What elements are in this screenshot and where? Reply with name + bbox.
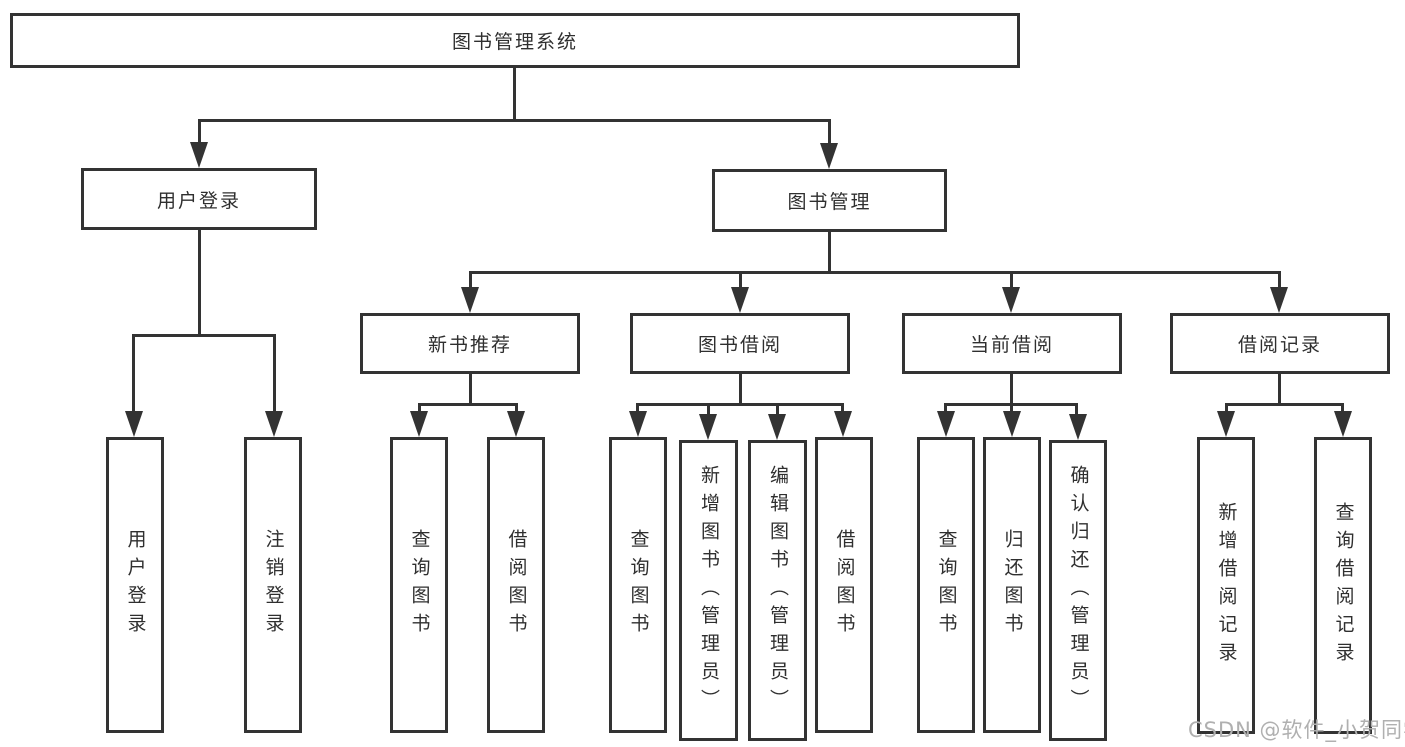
csdn-watermark: CSDN @软件_小贺同学 <box>1188 718 1405 742</box>
connector-line <box>1010 271 1013 289</box>
connector-line <box>1225 403 1344 406</box>
node-book-management: 图书管理 <box>712 169 947 232</box>
connector-line <box>469 271 472 289</box>
arrow-down-icon <box>410 411 428 437</box>
connector-line <box>418 403 421 413</box>
connector-line <box>1278 374 1281 406</box>
leaf-add-books-admin: 新增图书（管理员） <box>679 440 738 741</box>
leaf-confirm-return-admin: 确认归还（管理员） <box>1049 440 1107 741</box>
node-label: 当前借阅 <box>969 334 1054 356</box>
arrow-down-icon <box>1069 414 1087 440</box>
node-label: 图书管理 <box>787 191 872 213</box>
connector-line <box>273 334 276 414</box>
arrow-down-icon <box>699 414 717 440</box>
leaf-query-borrow-record: 查询借阅记录 <box>1314 437 1372 734</box>
connector-line <box>1341 403 1344 413</box>
arrow-down-icon <box>820 143 838 169</box>
node-current-borrowing: 当前借阅 <box>902 313 1122 374</box>
node-user-login: 用户登录 <box>81 168 317 230</box>
connector-line <box>198 119 831 122</box>
node-library-system: 图书管理系统 <box>10 13 1020 68</box>
connector-line <box>515 403 518 413</box>
node-borrowing-records: 借阅记录 <box>1170 313 1390 374</box>
arrow-down-icon <box>265 411 283 437</box>
leaf-add-borrow-record: 新增借阅记录 <box>1197 437 1255 734</box>
connector-line <box>418 403 518 406</box>
connector-line <box>469 271 1281 274</box>
connector-line <box>944 403 947 413</box>
node-label: 新书推荐 <box>427 334 512 356</box>
connector-line <box>1075 403 1078 415</box>
node-new-book-recommend: 新书推荐 <box>360 313 580 374</box>
arrow-down-icon <box>1270 287 1288 313</box>
arrow-down-icon <box>731 287 749 313</box>
node-book-borrowing: 图书借阅 <box>630 313 850 374</box>
arrow-down-icon <box>629 411 647 437</box>
connector-line <box>776 403 779 415</box>
connector-line <box>636 403 844 406</box>
leaf-borrow-books-borrowing: 借阅图书 <box>815 437 873 733</box>
arrow-down-icon <box>1002 287 1020 313</box>
arrow-down-icon <box>507 411 525 437</box>
leaf-user-login: 用户登录 <box>106 437 164 733</box>
arrow-down-icon <box>461 287 479 313</box>
leaf-borrow-books-recommend: 借阅图书 <box>487 437 545 733</box>
node-label: 用户登录 <box>156 189 241 212</box>
connector-line <box>198 230 201 337</box>
node-label: 图书借阅 <box>697 334 782 356</box>
connector-line <box>1278 271 1281 289</box>
leaf-query-books-current: 查询图书 <box>917 437 975 733</box>
node-label: 借阅记录 <box>1237 334 1322 356</box>
leaf-query-books-borrowing: 查询图书 <box>609 437 667 733</box>
connector-line <box>1010 403 1013 413</box>
connector-line <box>1225 403 1228 413</box>
connector-line <box>513 68 516 120</box>
connector-line <box>198 119 201 146</box>
connector-line <box>707 403 710 415</box>
arrow-down-icon <box>834 411 852 437</box>
leaf-query-books-recommend: 查询图书 <box>390 437 448 733</box>
connector-line <box>828 119 831 146</box>
node-label: 图书管理系统 <box>451 31 578 53</box>
arrow-down-icon <box>937 411 955 437</box>
arrow-down-icon <box>1334 411 1352 437</box>
connector-line <box>841 403 844 413</box>
connector-line <box>739 271 742 289</box>
arrow-down-icon <box>1003 411 1021 437</box>
leaf-logout: 注销登录 <box>244 437 302 733</box>
connector-line <box>469 374 472 406</box>
arrow-down-icon <box>768 414 786 440</box>
arrow-down-icon <box>1217 411 1235 437</box>
connector-line <box>132 334 135 414</box>
connector-line <box>1010 374 1013 406</box>
connector-line <box>132 334 276 337</box>
connector-line <box>828 232 831 273</box>
connector-line <box>739 374 742 406</box>
leaf-return-books: 归还图书 <box>983 437 1041 733</box>
leaf-edit-books-admin: 编辑图书（管理员） <box>748 440 807 741</box>
arrow-down-icon <box>125 411 143 437</box>
connector-line <box>636 403 639 413</box>
arrow-down-icon <box>190 142 208 168</box>
